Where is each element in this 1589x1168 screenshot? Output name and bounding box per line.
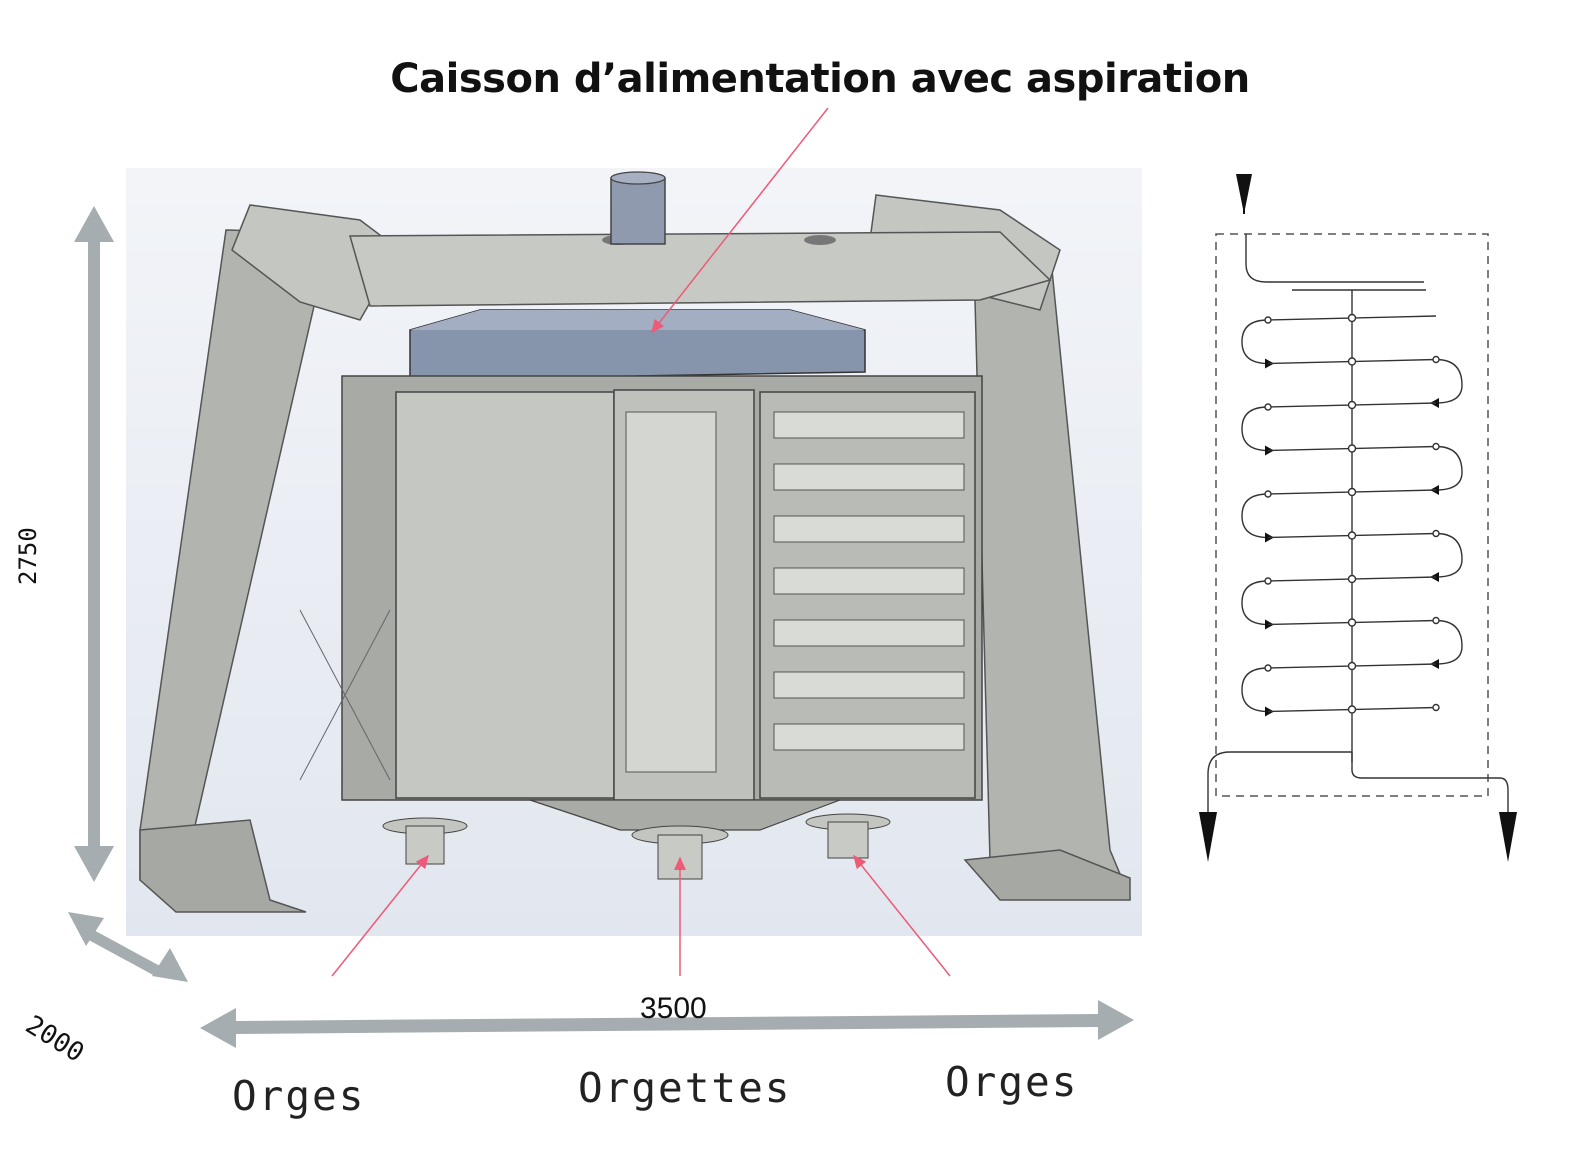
schematic-axis-node	[1347, 400, 1357, 410]
feed-hood	[409, 309, 866, 381]
height-dimension-label: 2750	[14, 527, 42, 585]
schematic-overflow-curve	[1241, 319, 1269, 365]
schematic-overflow-curve	[1241, 406, 1269, 452]
schematic-axis-node	[1347, 618, 1357, 627]
schematic-axis-node	[1347, 705, 1357, 714]
sieve-trays	[773, 411, 965, 751]
schematic-overflow-curve	[1435, 619, 1463, 665]
pointer-outlet-right	[853, 854, 951, 977]
schematic-axis-node	[1347, 444, 1357, 453]
outlet-label-center: Orgettes	[578, 1064, 792, 1112]
schematic-end-node	[1432, 355, 1440, 364]
sifter-cabinet	[299, 375, 983, 831]
top-crossbeam	[349, 231, 1052, 307]
schematic-axis-node	[1347, 574, 1357, 584]
schematic-end-node	[1264, 490, 1272, 498]
width-dimension-label: 3500	[640, 992, 707, 1025]
left-side-bracing	[299, 609, 391, 781]
pointer-outlet-left	[331, 854, 429, 977]
outlet-right	[805, 813, 891, 859]
schematic-overflow-curve	[1241, 493, 1269, 539]
schematic-overflow-curve	[1435, 358, 1463, 404]
schematic-overflow-curve	[1435, 445, 1463, 491]
outlet-label-right: Orges	[945, 1058, 1079, 1106]
schematic-axis-node	[1347, 661, 1357, 671]
schematic-end-node	[1264, 316, 1272, 324]
schematic-axis-node	[1347, 357, 1357, 366]
schematic-end-node	[1264, 403, 1272, 411]
schematic-end-node	[1432, 616, 1440, 625]
diagram-title: Caisson d’alimentation avec aspiration	[390, 56, 1250, 102]
schematic-end-node	[1432, 442, 1440, 451]
height-dimension-arrow	[74, 206, 114, 882]
schematic-overflow-curve	[1241, 580, 1269, 626]
schematic-end-node	[1432, 703, 1440, 712]
schematic-axis-node	[1347, 531, 1357, 540]
schematic-frame	[1215, 233, 1489, 797]
schematic-levels	[1241, 313, 1463, 717]
schematic-end-node	[1264, 664, 1272, 672]
schematic-end-node	[1432, 529, 1440, 538]
pointer-title	[651, 107, 829, 334]
schematic-axis-node	[1347, 313, 1357, 323]
left-frame-leg	[139, 204, 401, 913]
schematic-overflow-curve	[1241, 667, 1269, 713]
schematic-axis-node	[1347, 487, 1357, 497]
schematic-end-node	[1264, 577, 1272, 585]
flow-schematic	[1199, 174, 1517, 862]
intake-pipe	[610, 171, 666, 245]
depth-dimension-arrow	[68, 912, 188, 982]
width-dimension-arrow	[200, 1000, 1134, 1048]
schematic-overflow-curve	[1435, 532, 1463, 578]
outlet-label-left: Orges	[232, 1072, 366, 1120]
